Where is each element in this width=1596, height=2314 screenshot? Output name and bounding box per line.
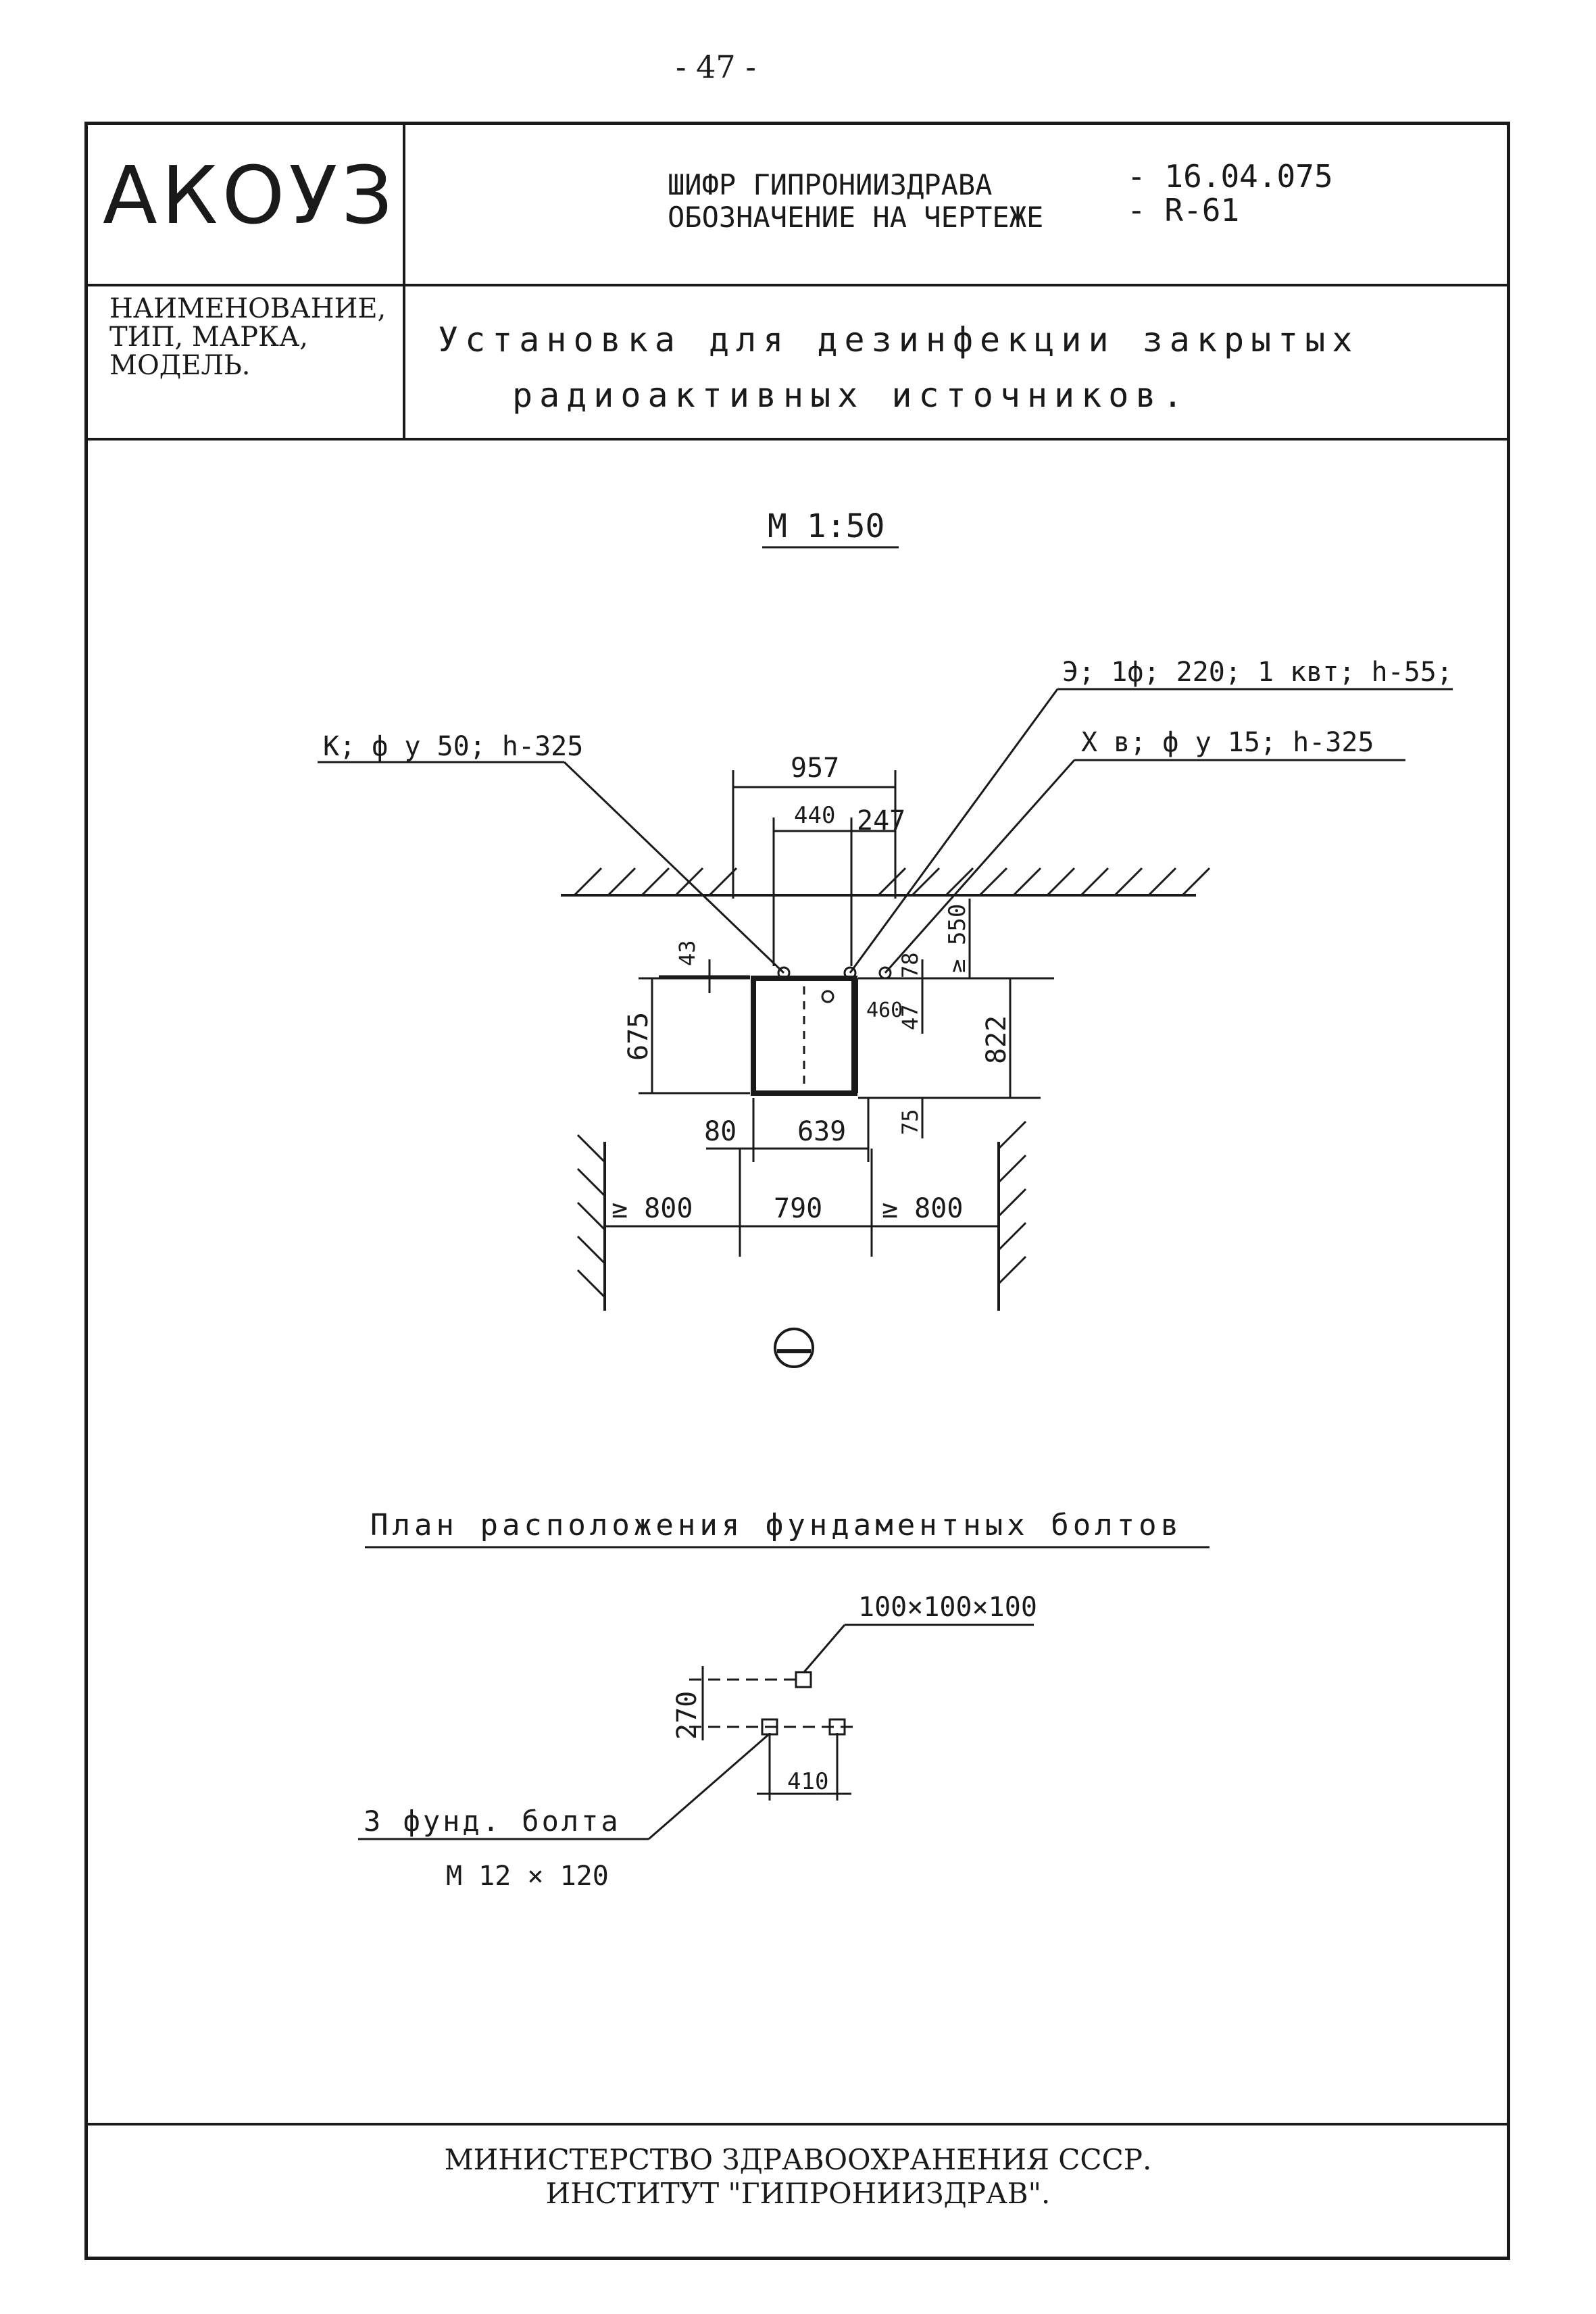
orientation-symbol [774, 1328, 814, 1368]
equipment-name-line-2: радиоактивных источников. [512, 376, 1190, 415]
dim-800-right: ≥ 800 [882, 1193, 963, 1224]
dim-440: 440 [794, 802, 835, 829]
callout-right-1-leader [849, 688, 1059, 974]
bolt-callout-count: 3 фунд. болта [364, 1805, 621, 1838]
wall-hatching-right [997, 1120, 1027, 1285]
electrical-connection-point [843, 966, 857, 980]
wall-hatching-left [576, 1134, 606, 1299]
header-divider [84, 284, 1510, 286]
equipment-name-line-1: Установка для дезинфекции закрытых [438, 320, 1360, 359]
footer-ministry: МИНИСТЕРСТВО ЗДРАВООХРАНЕНИЯ СССР. [444, 2143, 1152, 2176]
cipher-values: - 16.04.075 - R-61 [1127, 159, 1333, 227]
dim-675: 675 [623, 1012, 654, 1061]
name-block-label: НАИМЕНОВАНИЕ, ТИП, МАРКА, МОДЕЛЬ. [109, 295, 386, 380]
callout-right-2-leader [884, 759, 1076, 974]
organization-logo: АКОУЗ [103, 149, 397, 242]
dim-550: ≥ 550 [944, 904, 971, 973]
dim-270: 270 [672, 1691, 703, 1740]
callout-left-leader [563, 761, 785, 974]
dim-790: 790 [774, 1193, 822, 1224]
scale-label: М 1:50 [768, 507, 884, 545]
dim-78: 78 [897, 952, 923, 978]
dim-957: 957 [791, 753, 839, 784]
header-column-divider [403, 122, 405, 439]
sewer-connection-point [777, 966, 791, 980]
bolt-callout-size: М 12 × 120 [446, 1861, 609, 1892]
name-block-divider [84, 438, 1510, 441]
name-label-line-2: ТИП, МАРКА, [109, 322, 309, 353]
footer-block: МИНИСТЕРСТВО ЗДРАВООХРАНЕНИЯ СССР. ИНСТИ… [0, 2143, 1596, 2211]
name-label-line-1: НАИМЕНОВАНИЕ, [109, 293, 386, 324]
callout-electrical: Э; 1ф; 220; 1 квт; h-55; [1062, 657, 1453, 688]
dim-410: 410 [787, 1768, 828, 1795]
name-label-line-3: МОДЕЛЬ. [109, 350, 251, 381]
page-number: - 47 - [676, 49, 756, 85]
footer-divider [84, 2123, 1510, 2126]
callout-sewer: К; ф у 50; h-325 [323, 731, 583, 762]
dim-75: 75 [897, 1109, 923, 1135]
cipher-value: - 16.04.075 [1127, 158, 1333, 195]
dim-43: 43 [674, 940, 700, 966]
dim-247: 247 [857, 805, 905, 836]
dim-822: 822 [981, 1015, 1012, 1064]
footer-institute: ИНСТИТУТ "ГИПРОНИИЗДРАВ". [545, 2177, 1051, 2210]
bolt-top [795, 1671, 812, 1688]
bolts-plan-title: План расположения фундаментных болтов [370, 1508, 1182, 1542]
dim-460: 460 [866, 999, 903, 1022]
callout-water: Х в; ф у 15; h-325 [1081, 727, 1374, 758]
cipher-labels: ШИФР ГИПРОНИИЗДРАВА ОБОЗНАЧЕНИЕ НА ЧЕРТЕ… [668, 169, 1043, 234]
inner-connection-point [821, 990, 834, 1003]
bolt-callout-leader [648, 1732, 770, 1840]
designation-value: - R-61 [1127, 192, 1240, 228]
bolt-block-leader [802, 1624, 846, 1674]
dim-80: 80 [704, 1116, 737, 1147]
dim-639: 639 [797, 1116, 846, 1147]
cipher-label: ШИФР ГИПРОНИИЗДРАВА [668, 168, 993, 201]
bolt-block-label: 100×100×100 [858, 1592, 1037, 1623]
equipment-name: Установка для дезинфекции закрытых радио… [438, 312, 1360, 423]
designation-label: ОБОЗНАЧЕНИЕ НА ЧЕРТЕЖЕ [668, 201, 1044, 234]
dim-800-left: ≥ 800 [612, 1193, 693, 1224]
drawing-sheet-frame [84, 122, 1510, 2260]
dim-47: 47 [897, 1004, 923, 1030]
wall-hatching-top [573, 867, 1211, 897]
